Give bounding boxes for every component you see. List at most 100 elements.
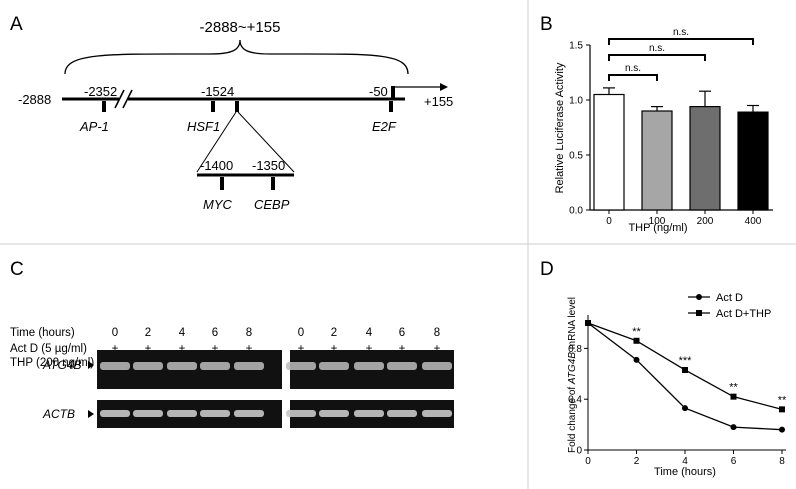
condition-cell: 2 [145, 327, 151, 339]
condition-cell: + [366, 343, 373, 355]
site-pos-hsf1: -1524 [201, 84, 234, 99]
condition-cell: 0 [112, 327, 118, 339]
site-label-cebp: CEBP [254, 197, 290, 212]
condition-row-label: THP (200 ng/ml) [10, 357, 94, 369]
condition-cell: + [112, 343, 119, 355]
panel-c-letter: C [10, 259, 24, 280]
condition-cell: 8 [246, 327, 252, 339]
band-atg4b [100, 362, 130, 370]
condition-cell: 2 [331, 327, 337, 339]
panel-a-letter: A [10, 14, 23, 35]
b-bar [593, 93, 625, 211]
site-label-myc: MYC [203, 197, 233, 212]
site-pos-myc: -1400 [200, 158, 233, 173]
d-point-actd [682, 405, 688, 412]
d-xtick-label: 6 [731, 456, 737, 467]
band-atg4b [167, 362, 197, 370]
d-ylabel-post: mRNA level [567, 297, 578, 352]
legend-marker-actd [696, 294, 702, 300]
d-ylabel-pre: Fold change of [567, 384, 578, 453]
b-ylabel: Relative Luciferase Activity [554, 62, 566, 193]
condition-cell: 8 [434, 327, 440, 339]
d-point-actd [730, 424, 737, 431]
band-actb [200, 410, 230, 417]
b-ytick-label: 1.5 [569, 41, 583, 52]
site-pos-e2f: -50 [369, 84, 388, 99]
d-ytick-label: 0.8 [568, 344, 582, 355]
d-ytick-label: 0.4 [568, 395, 582, 406]
zoom-line-left [196, 111, 237, 173]
d-point-actd [633, 356, 640, 363]
d-xtick-label: 4 [682, 456, 688, 467]
condition-cell: + [399, 343, 406, 355]
d-significance-label: ** [778, 394, 787, 406]
site-pos-cebp: -1350 [252, 158, 285, 173]
d-series: ********* [585, 320, 787, 433]
band-actb [100, 410, 130, 417]
condition-row-label: Act D (5 µg/ml) [10, 343, 87, 355]
condition-cell: + [434, 343, 441, 355]
site-label-ap1: AP-1 [79, 119, 109, 134]
b-bar [641, 110, 673, 211]
b-ytick-label: 0.0 [569, 206, 583, 217]
band-actb [319, 410, 349, 417]
band-actb [387, 410, 417, 417]
band-actb [167, 410, 197, 417]
d-xtick-label: 0 [585, 456, 591, 467]
b-significance-label: n.s. [649, 43, 665, 54]
d-significance-label: ** [729, 382, 738, 394]
b-significance-label: n.s. [625, 63, 641, 74]
gel-pointer-actb [88, 410, 94, 418]
band-actb [234, 410, 264, 417]
band-actb [133, 410, 163, 417]
band-actb [422, 410, 452, 417]
condition-cell: + [179, 343, 186, 355]
legend-label-actd: Act D [716, 292, 743, 304]
d-ylabel: Fold change of ATG4B mRNA level [567, 297, 578, 453]
d-xlabel: Time (hours) [654, 466, 716, 478]
d-ylabel-gene: ATG4B [567, 352, 578, 385]
condition-cell: 4 [366, 327, 373, 339]
b-significance-bracket [608, 38, 754, 45]
condition-cell: 4 [179, 327, 186, 339]
band-actb [286, 410, 316, 417]
condition-cell: + [212, 343, 219, 355]
d-xtick-label: 2 [634, 456, 640, 467]
d-point-actdthp [779, 406, 785, 413]
condition-cell: + [298, 343, 305, 355]
site-label-hsf1: HSF1 [187, 119, 220, 134]
band-atg4b [200, 362, 230, 370]
d-point-actdthp [633, 337, 640, 344]
promoter-range-label: -2888~+155 [200, 19, 281, 36]
condition-cell: 6 [399, 327, 405, 339]
condition-cell: 0 [298, 327, 304, 339]
condition-row-label: Time (hours) [10, 327, 75, 339]
band-atg4b [286, 362, 316, 370]
b-significance-label: n.s. [673, 27, 689, 38]
d-series-line [587, 322, 783, 431]
legend-marker-actdthp [696, 310, 702, 316]
gel-bands [100, 362, 452, 417]
condition-cell: + [246, 343, 253, 355]
b-bar [737, 111, 769, 211]
axis-break-mark-1 [114, 89, 125, 109]
site-pos-ap1: -2352 [84, 84, 117, 99]
condition-cell: 6 [212, 327, 218, 339]
d-ytick-label: 0 [576, 446, 582, 457]
b-xtick-label: 100 [649, 216, 666, 227]
panel-d: D Fold change of ATG4B mRNA level Time (… [540, 259, 787, 478]
axis-break-mark-2 [122, 89, 133, 109]
b-xlabel: THP (ng/ml) [628, 222, 687, 234]
right-coordinate: +155 [424, 94, 453, 109]
b-ytick-label: 0.5 [569, 151, 583, 162]
d-significance-label: *** [679, 355, 693, 367]
b-xtick-label: 0 [606, 216, 612, 227]
panel-b: B Relative Luciferase Activity THP (ng/m… [540, 14, 773, 234]
left-coordinate: -2888 [18, 92, 51, 107]
b-significance-bracket [608, 74, 658, 81]
gel-label-atg4b: ATG4B [42, 358, 81, 372]
